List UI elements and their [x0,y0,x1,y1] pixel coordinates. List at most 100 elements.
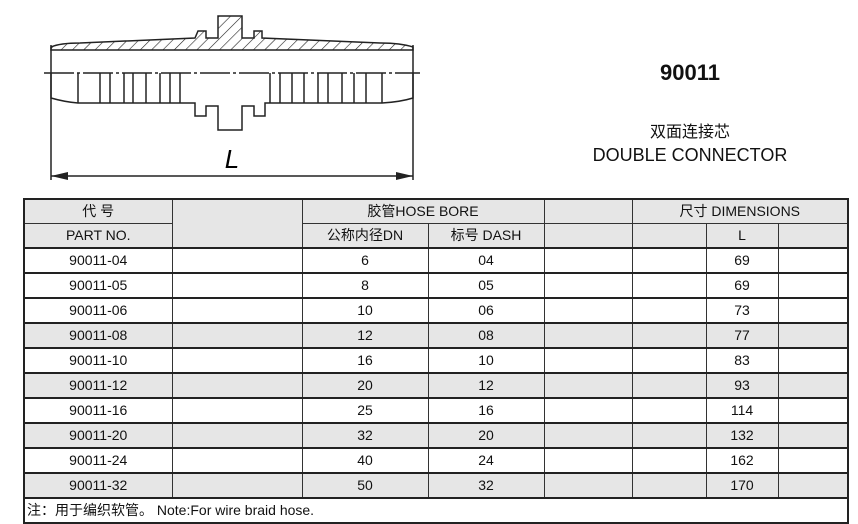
blank-cell [777,272,849,299]
l-cell: 132 [705,422,779,449]
part-no-cell: 90011-08 [23,322,173,349]
l-cell: 73 [705,297,779,324]
product-code: 90011 [660,60,720,85]
dash-cell: 24 [427,447,545,474]
header-dimensions: 尺寸 DIMENSIONS [631,198,849,224]
header-blank [777,223,849,249]
blank-cell [777,347,849,374]
dn-cell: 25 [301,397,429,424]
blank-cell [543,272,633,299]
l-cell: 162 [705,447,779,474]
dash-cell: 05 [427,272,545,299]
dash-cell: 06 [427,297,545,324]
blank-cell [171,422,303,449]
header-blank [543,198,633,224]
dash-cell: 32 [427,472,545,499]
l-cell: 170 [705,472,779,499]
header-blank [543,223,633,249]
dn-cell: 32 [301,422,429,449]
header-dash: 标号 DASH [427,223,545,249]
blank-cell [543,422,633,449]
dn-cell: 16 [301,347,429,374]
blank-cell [171,297,303,324]
header-part-cn: 代 号 [23,198,173,224]
part-no-cell: 90011-32 [23,472,173,499]
blank-cell [777,422,849,449]
blank-cell [543,397,633,424]
table-note: 注：用于编织软管。 Note:For wire braid hose. [23,497,849,524]
blank-cell [171,272,303,299]
blank-cell [543,322,633,349]
blank-cell [631,272,707,299]
connector-drawing: L [44,15,420,180]
l-cell: 77 [705,322,779,349]
dash-cell: 20 [427,422,545,449]
dn-cell: 40 [301,447,429,474]
blank-cell [777,397,849,424]
blank-cell [777,247,849,274]
blank-cell [777,322,849,349]
dash-cell: 04 [427,247,545,274]
blank-cell [171,247,303,274]
dn-cell: 8 [301,272,429,299]
dn-cell: 20 [301,372,429,399]
header-hose-bore: 胶管HOSE BORE [301,198,545,224]
dn-cell: 10 [301,297,429,324]
l-cell: 93 [705,372,779,399]
header-dn: 公称内径DN [301,223,429,249]
blank-cell [631,422,707,449]
part-no-cell: 90011-24 [23,447,173,474]
blank-cell [171,447,303,474]
header-part-en: PART NO. [23,223,173,249]
blank-cell [171,347,303,374]
blank-cell [171,472,303,499]
blank-cell [171,397,303,424]
part-no-cell: 90011-06 [23,297,173,324]
part-no-cell: 90011-16 [23,397,173,424]
blank-cell [171,372,303,399]
blank-cell [543,372,633,399]
blank-cell [543,447,633,474]
part-no-cell: 90011-04 [23,247,173,274]
blank-cell [777,447,849,474]
l-cell: 114 [705,397,779,424]
dash-cell: 16 [427,397,545,424]
blank-cell [631,297,707,324]
blank-cell [631,347,707,374]
dn-cell: 12 [301,322,429,349]
blank-cell [543,347,633,374]
blank-cell [631,372,707,399]
dn-cell: 6 [301,247,429,274]
header-blank [631,223,707,249]
blank-cell [777,372,849,399]
part-no-cell: 90011-12 [23,372,173,399]
blank-cell [777,472,849,499]
header-blank [171,198,303,249]
part-no-cell: 90011-20 [23,422,173,449]
header-l: L [705,223,779,249]
product-name-cn: 双面连接芯 [649,124,730,141]
dimensions-table: 代 号 胶管HOSE BORE 尺寸 DIMENSIONS PART NO. 公… [23,198,849,524]
blank-cell [631,447,707,474]
blank-cell [777,297,849,324]
dn-cell: 50 [301,472,429,499]
blank-cell [171,322,303,349]
blank-cell [543,297,633,324]
dash-cell: 10 [427,347,545,374]
blank-cell [631,247,707,274]
product-name-en: DOUBLE CONNECTOR [592,145,788,165]
dash-cell: 08 [427,322,545,349]
l-cell: 83 [705,347,779,374]
l-cell: 69 [705,272,779,299]
blank-cell [631,397,707,424]
dimension-label-l: L [225,144,239,174]
blank-cell [543,247,633,274]
